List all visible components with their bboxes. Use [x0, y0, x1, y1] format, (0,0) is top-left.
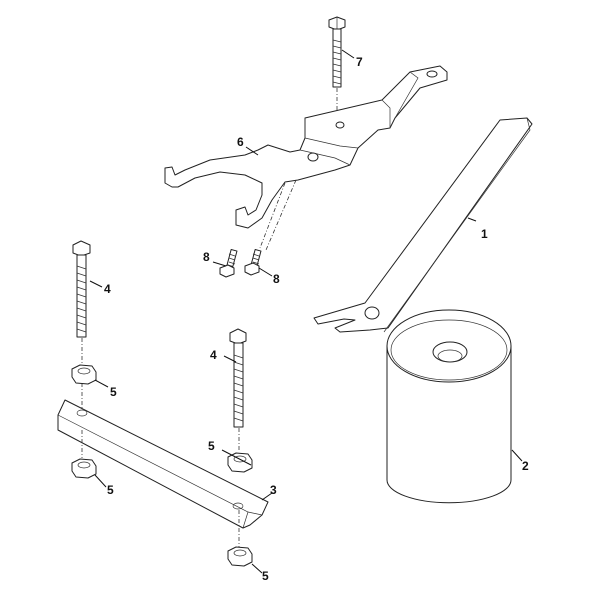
callout-6: 6	[237, 135, 244, 149]
long-bolt-7[interactable]	[328, 16, 346, 120]
hex-nut-5-bottom-right[interactable]	[227, 546, 253, 567]
callout-8-right: 8	[273, 272, 280, 286]
hex-nut-5-lower-left[interactable]	[71, 458, 97, 479]
rectangular-bar-3[interactable]	[57, 383, 269, 548]
hex-bolt-4-right[interactable]	[229, 328, 247, 452]
flat-wrench-bar-1[interactable]	[313, 117, 533, 333]
callout-3: 3	[270, 483, 277, 497]
small-screw-8-left[interactable]	[219, 248, 238, 278]
hex-nut-5-upper-right[interactable]	[227, 452, 253, 473]
callout-5-upper-right: 5	[208, 439, 215, 453]
callout-4-left: 4	[104, 282, 111, 296]
callout-1: 1	[481, 227, 488, 241]
callout-7: 7	[356, 55, 363, 69]
callout-5-upper-left: 5	[110, 385, 117, 399]
small-screw-8-right[interactable]	[244, 248, 262, 276]
callout-4-right: 4	[210, 348, 217, 362]
callout-8-left: 8	[203, 250, 210, 264]
callout-2: 2	[522, 459, 529, 473]
cylindrical-spacer-2[interactable]	[386, 309, 512, 504]
leader-lines	[89, 49, 523, 574]
forked-bracket-6[interactable]	[164, 65, 448, 251]
hex-nut-5-upper-left[interactable]	[71, 364, 97, 385]
callout-5-lower-left: 5	[107, 483, 114, 497]
hex-bolt-4-left[interactable]	[72, 240, 91, 365]
callout-5-bottom-right: 5	[262, 569, 269, 583]
